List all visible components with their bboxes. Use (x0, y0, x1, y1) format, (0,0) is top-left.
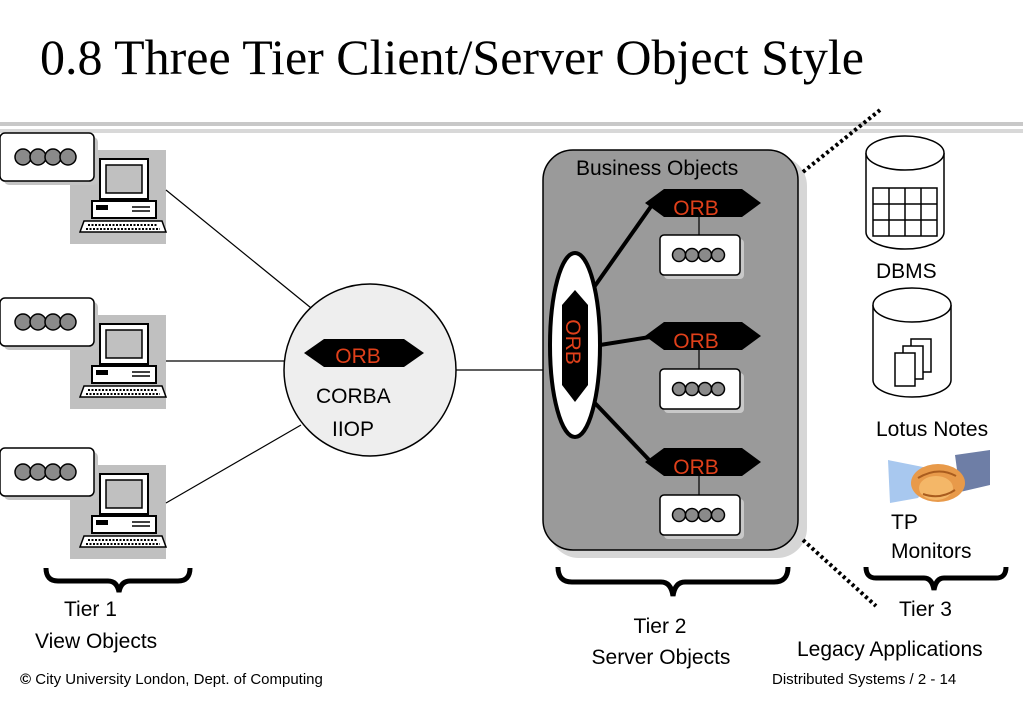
client-computer-2 (0, 297, 167, 410)
tier3-subtitle: Legacy Applications (797, 638, 983, 661)
view-object-icon (0, 297, 99, 351)
slide-title: 0.8 Three Tier Client/Server Object Styl… (40, 29, 864, 85)
dbms-label: DBMS (876, 260, 937, 283)
monitors-label: Monitors (891, 540, 972, 563)
orb-shape (304, 339, 424, 367)
handshake-icon (888, 450, 990, 503)
link-client-1 (165, 189, 317, 313)
business-objects-label: Business Objects (576, 157, 739, 180)
business-object-1: ORB (645, 189, 761, 280)
client-computer-1 (0, 132, 167, 245)
view-object-icon (0, 447, 99, 501)
footer-left-text: City University London, Dept. of Computi… (35, 671, 323, 688)
tier1-brace (43, 567, 193, 593)
tier3-brace (863, 566, 1009, 591)
footer-copyright: © City University London, Dept. of Compu… (20, 671, 323, 688)
svg-text:ORB: ORB (673, 330, 719, 353)
iiop-label: IIOP (332, 418, 375, 441)
title-rule-top (0, 122, 1023, 126)
link-client-3 (165, 424, 302, 504)
lotus-notes-label: Lotus Notes (876, 418, 989, 441)
orb-link-3 (590, 398, 654, 465)
view-object-icon (0, 132, 99, 186)
tier2-brace (555, 566, 791, 597)
orb-link-2 (599, 335, 651, 347)
tier3-divider-bottom (801, 538, 878, 608)
tier3-label: Tier 3 (899, 598, 952, 621)
orb-label: ORB (335, 345, 381, 368)
footer-page-info: Distributed Systems / 2 - 14 (772, 671, 957, 688)
svg-text:ORB: ORB (673, 456, 719, 479)
server-orb-shape (562, 290, 588, 402)
copyright-icon: © (20, 671, 32, 688)
corba-label: CORBA (316, 385, 391, 408)
svg-text:ORB: ORB (673, 197, 719, 220)
corba-bus (283, 283, 457, 457)
tp-label: TP (891, 511, 918, 534)
business-object-3: ORB (645, 448, 761, 540)
tier3-divider-top (801, 108, 882, 174)
lotus-notes-cylinder-icon (872, 287, 952, 398)
orb-link-1 (583, 203, 654, 302)
title-rule-bottom (0, 129, 1023, 133)
tier2-label: Tier 2 (633, 615, 687, 638)
tier2-subtitle: Server Objects (591, 646, 731, 669)
dbms-cylinder-icon (865, 135, 945, 250)
business-object-2: ORB (645, 322, 761, 414)
server-orb-label: ORB (561, 319, 584, 365)
client-computer-3 (0, 447, 167, 560)
tier1-subtitle: View Objects (35, 630, 158, 653)
tier1-label: Tier 1 (64, 598, 117, 621)
